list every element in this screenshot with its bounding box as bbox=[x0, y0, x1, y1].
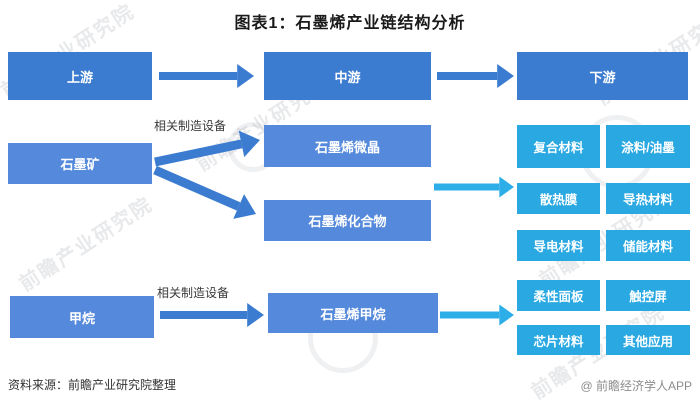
app-cell-label: 涂料/油墨 bbox=[621, 141, 675, 155]
node-methane-label: 甲烷 bbox=[68, 310, 95, 326]
equipment-label-top: 相关制造设备 bbox=[153, 119, 226, 133]
app-cell-composite: 复合材料 bbox=[517, 125, 600, 168]
app-cell-label: 芯片材料 bbox=[533, 334, 584, 349]
flow-arrow-head bbox=[497, 64, 514, 88]
flow-arrow-head bbox=[499, 176, 514, 198]
app-cell-touchscreen: 触控屏 bbox=[606, 280, 690, 311]
app-cell-conductive: 导电材料 bbox=[517, 230, 600, 261]
flow-arrow-head bbox=[237, 64, 254, 88]
flow-arrow-head bbox=[247, 303, 264, 327]
app-cell-flex-panel: 柔性面板 bbox=[517, 280, 600, 311]
app-cell-other: 其他应用 bbox=[606, 325, 690, 355]
flow-arrow-head bbox=[233, 194, 256, 219]
node-graphene-methane-label: 石墨烯甲烷 bbox=[320, 306, 386, 322]
node-graphene-compound: 石墨烯化合物 bbox=[264, 200, 431, 241]
node-upstream-label: 上游 bbox=[66, 69, 93, 85]
node-graphite-ore-label: 石墨矿 bbox=[60, 157, 100, 172]
app-cell-coating-ink: 涂料/油墨 bbox=[606, 125, 690, 168]
node-upstream: 上游 bbox=[8, 52, 152, 100]
app-cell-label: 导热材料 bbox=[622, 193, 673, 207]
node-methane: 甲烷 bbox=[10, 296, 154, 338]
app-cell-thermal: 导热材料 bbox=[606, 183, 690, 214]
flow-arrow-shaft bbox=[153, 165, 241, 211]
app-cell-chip: 芯片材料 bbox=[517, 325, 600, 355]
app-credit: @ 前瞻经济学人APP bbox=[580, 379, 692, 393]
node-downstream-label: 下游 bbox=[589, 69, 616, 85]
source-note: 资料来源：前瞻产业研究院整理 bbox=[8, 378, 177, 392]
node-midstream: 中游 bbox=[264, 52, 431, 100]
node-downstream: 下游 bbox=[517, 52, 688, 100]
flow-arrow-head bbox=[238, 130, 260, 158]
equipment-label-bottom: 相关制造设备 bbox=[156, 286, 229, 300]
node-graphite-ore: 石墨矿 bbox=[8, 143, 152, 184]
app-cell-label: 导电材料 bbox=[533, 240, 584, 254]
app-cell-label: 柔性面板 bbox=[533, 290, 584, 304]
app-cell-label: 复合材料 bbox=[533, 141, 584, 155]
node-graphene-methane: 石墨烯甲烷 bbox=[268, 293, 438, 333]
node-graphene-microcrystal-label: 石墨烯微晶 bbox=[314, 139, 380, 155]
node-midstream-label: 中游 bbox=[334, 69, 361, 85]
flow-arrow-head bbox=[499, 304, 514, 326]
node-graphene-compound-label: 石墨烯化合物 bbox=[308, 214, 387, 229]
node-graphene-microcrystal: 石墨烯微晶 bbox=[264, 125, 431, 167]
app-cell-label: 储能材料 bbox=[622, 240, 673, 254]
page-title: 图表1：石墨烯产业链结构分析 bbox=[234, 15, 466, 32]
app-cell-label: 散热膜 bbox=[539, 193, 578, 207]
watermark-text: 前瞻产业研究院 bbox=[15, 193, 157, 296]
app-cell-label: 触控屏 bbox=[629, 290, 667, 304]
app-cell-energy-storage: 储能材料 bbox=[606, 230, 690, 261]
flow-arrow-shaft bbox=[154, 139, 243, 167]
app-cell-heat-film: 散热膜 bbox=[517, 183, 600, 214]
app-cell-label: 其他应用 bbox=[622, 334, 673, 349]
